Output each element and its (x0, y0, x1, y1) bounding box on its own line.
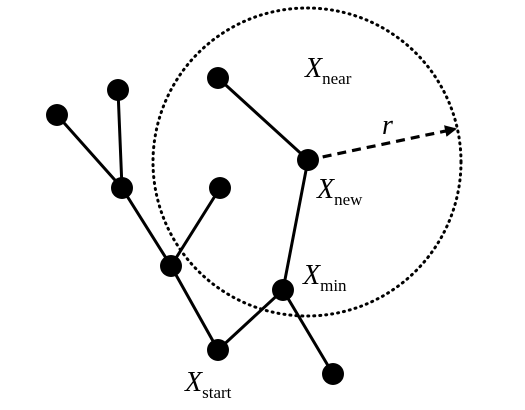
near-radius-circle (151, 6, 463, 318)
tree-edge (281, 288, 335, 376)
tree-edge (116, 88, 124, 190)
min-label: Xmin (302, 260, 347, 295)
tree-edge (216, 288, 285, 352)
min-label-sub: min (320, 276, 347, 295)
tree-node (107, 79, 129, 101)
min-node (272, 279, 294, 301)
radius-arrow (307, 125, 457, 162)
start-label-sub: start (202, 383, 232, 402)
radius-label: r (382, 110, 393, 141)
new-label-main: X (316, 174, 335, 205)
tree-edges (55, 76, 335, 376)
near-label-main: X (304, 53, 323, 84)
new-label-sub: new (334, 190, 363, 209)
tree-node (46, 104, 68, 126)
tree-edge (281, 158, 310, 292)
start-node (207, 339, 229, 361)
tree-node (322, 363, 344, 385)
tree-node (160, 255, 182, 277)
near-label-sub: near (322, 69, 352, 88)
tree-edge (169, 264, 220, 352)
start-label: Xstart (184, 367, 232, 402)
tree-edge (120, 186, 173, 268)
near-label: Xnear (304, 53, 352, 88)
new-node (297, 149, 319, 171)
near-node (207, 67, 229, 89)
tree-node (111, 177, 133, 199)
tree-edge (55, 113, 124, 190)
tree-node (209, 177, 231, 199)
tree-edge (216, 76, 310, 162)
tree-nodes (46, 67, 344, 385)
start-label-main: X (184, 367, 203, 398)
tree-edge (169, 186, 222, 268)
new-label: Xnew (316, 174, 363, 209)
min-label-main: X (302, 260, 321, 291)
